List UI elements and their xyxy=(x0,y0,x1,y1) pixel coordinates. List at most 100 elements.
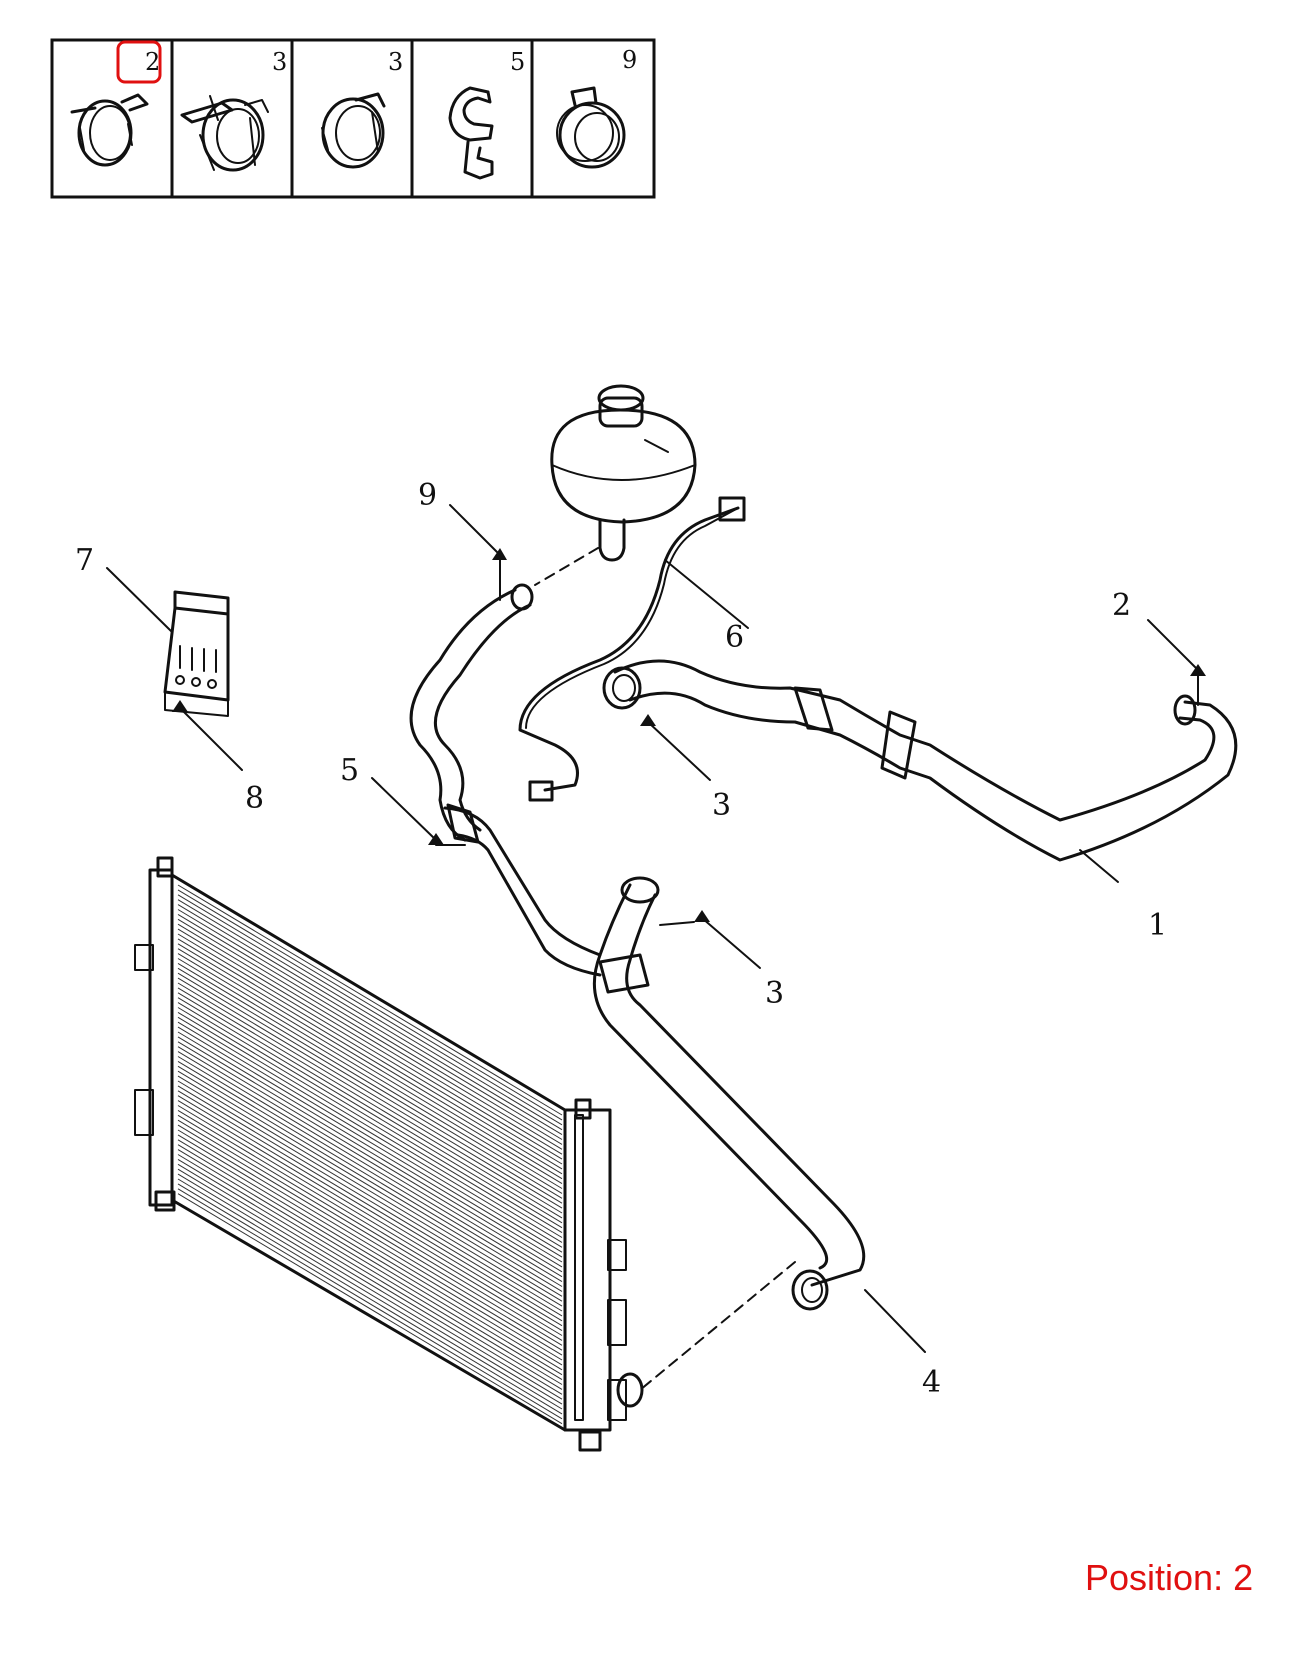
radiator-fin-line xyxy=(177,997,563,1229)
radiator-fin-line xyxy=(177,1163,563,1395)
radiator-fin-line xyxy=(177,1154,563,1385)
leaders xyxy=(106,504,1206,1353)
radiator-fin-line xyxy=(177,1007,563,1238)
legend-number-5: 9 xyxy=(622,46,637,74)
radiator-fin-line xyxy=(177,923,563,1155)
legend-cell-1[interactable] xyxy=(50,38,174,199)
radiator-fin-line xyxy=(177,913,563,1145)
radiator-fin-line xyxy=(177,1036,563,1268)
radiator-fin-line xyxy=(177,1085,563,1317)
radiator-fin-line xyxy=(177,1056,563,1287)
radiator-fin-line xyxy=(177,1016,563,1248)
radiator-fin-line xyxy=(177,1100,563,1332)
radiator-fin-line xyxy=(177,1178,563,1410)
expansion-tank[interactable] xyxy=(550,384,697,562)
radiator-fin-line xyxy=(177,1065,563,1297)
callout-4[interactable]: 4 xyxy=(922,1365,941,1400)
radiator-fin-line xyxy=(177,1021,563,1253)
c-clip-icon xyxy=(448,86,494,180)
radiator-fin-line xyxy=(177,992,563,1224)
radiator-fin-line xyxy=(177,1193,563,1425)
radiator-fin-line xyxy=(177,1011,563,1243)
radiator-fin-line xyxy=(177,1105,563,1336)
callouts: 1 2 3 3 4 5 6 7 8 9 xyxy=(75,478,1167,1400)
radiator-fin-line xyxy=(177,962,563,1194)
radiator-fin-line xyxy=(177,1173,563,1405)
radiator-fin-line xyxy=(177,1051,563,1283)
radiator-fin-line xyxy=(177,1109,563,1341)
level-sensor-wire[interactable] xyxy=(518,496,746,802)
radiator-fin-line xyxy=(177,904,563,1136)
radiator-fin-line xyxy=(177,889,563,1121)
hose-4[interactable] xyxy=(592,876,866,1311)
radiator-fin-line xyxy=(177,1114,563,1346)
radiator-fin-line xyxy=(177,909,563,1140)
callout-9[interactable]: 9 xyxy=(418,478,437,513)
radiator-fin-line xyxy=(177,943,563,1175)
callout-3-upper[interactable]: 3 xyxy=(712,788,731,823)
radiator-fin-line xyxy=(177,1031,563,1263)
radiator-fin-line xyxy=(177,967,563,1199)
radiator-fin-line xyxy=(177,1149,563,1381)
radiator-fin-line xyxy=(177,1026,563,1258)
spring-band-clamp-icon xyxy=(70,93,149,167)
radiator[interactable] xyxy=(134,856,644,1452)
radiator-fin-line xyxy=(177,933,563,1165)
hose-5[interactable] xyxy=(443,803,602,977)
radiator-fin-line xyxy=(177,1134,563,1366)
radiator-fin-line xyxy=(177,982,563,1214)
radiator-fin-line xyxy=(177,977,563,1209)
radiator-fin-line xyxy=(177,1080,563,1312)
radiator-fin-line xyxy=(177,1129,563,1361)
radiator-fin-line xyxy=(177,938,563,1170)
radiator-fin-line xyxy=(177,1046,563,1278)
clip-legend: 2 3 3 5 9 xyxy=(50,38,656,199)
selected-highlight xyxy=(116,40,162,84)
radiator-fin-line xyxy=(177,1119,563,1351)
band-clamp-icon xyxy=(321,92,386,169)
callout-1[interactable]: 1 xyxy=(1148,908,1167,943)
callout-3-lower[interactable]: 3 xyxy=(765,976,784,1011)
radiator-fin-line xyxy=(177,1002,563,1234)
hose-1[interactable] xyxy=(602,659,1238,862)
dashed-connectors xyxy=(534,547,796,1391)
radiator-fin-line xyxy=(177,948,563,1180)
legend-number-3: 3 xyxy=(388,48,403,76)
radiator-fin-line xyxy=(177,928,563,1160)
radiator-fin-line xyxy=(177,1124,563,1356)
radiator-fin-line xyxy=(177,1060,563,1292)
legend-number-2: 3 xyxy=(272,48,287,76)
radiator-fins xyxy=(177,884,563,1425)
radiator-fin-line xyxy=(177,987,563,1219)
radiator-fin-line xyxy=(177,1075,563,1307)
radiator-fin-line xyxy=(177,1090,563,1322)
position-label: Position: 2 xyxy=(1085,1557,1254,1598)
callout-6[interactable]: 6 xyxy=(725,620,744,655)
legend-cell-3[interactable] xyxy=(290,38,414,199)
callout-2[interactable]: 2 xyxy=(1112,588,1131,623)
callout-7[interactable]: 7 xyxy=(75,543,94,578)
legend-number-1: 2 xyxy=(145,48,160,76)
radiator-fin-line xyxy=(177,1168,563,1400)
radiator-fin-line xyxy=(177,1095,563,1327)
radiator-fin-line xyxy=(177,1041,563,1273)
radiator-fin-line xyxy=(177,1139,563,1371)
hose-9[interactable] xyxy=(409,583,534,842)
callout-8[interactable]: 8 xyxy=(245,781,264,816)
callout-5[interactable]: 5 xyxy=(340,753,359,788)
radiator-fin-line xyxy=(177,958,563,1189)
radiator-fin-line xyxy=(177,884,563,1116)
radiator-fin-line xyxy=(177,918,563,1150)
legend-number-4: 5 xyxy=(510,48,525,76)
radiator-fin-line xyxy=(177,894,563,1126)
radiator-fin-line xyxy=(177,1183,563,1415)
radiator-fin-line xyxy=(177,972,563,1204)
bracket[interactable] xyxy=(163,590,230,717)
radiator-fin-line xyxy=(177,1158,563,1390)
radiator-fin-line xyxy=(177,899,563,1131)
legend-cell-5[interactable] xyxy=(530,38,656,199)
spring-clamp-icon xyxy=(556,86,626,169)
radiator-fin-line xyxy=(177,953,563,1185)
worm-clamp-icon xyxy=(180,95,269,172)
